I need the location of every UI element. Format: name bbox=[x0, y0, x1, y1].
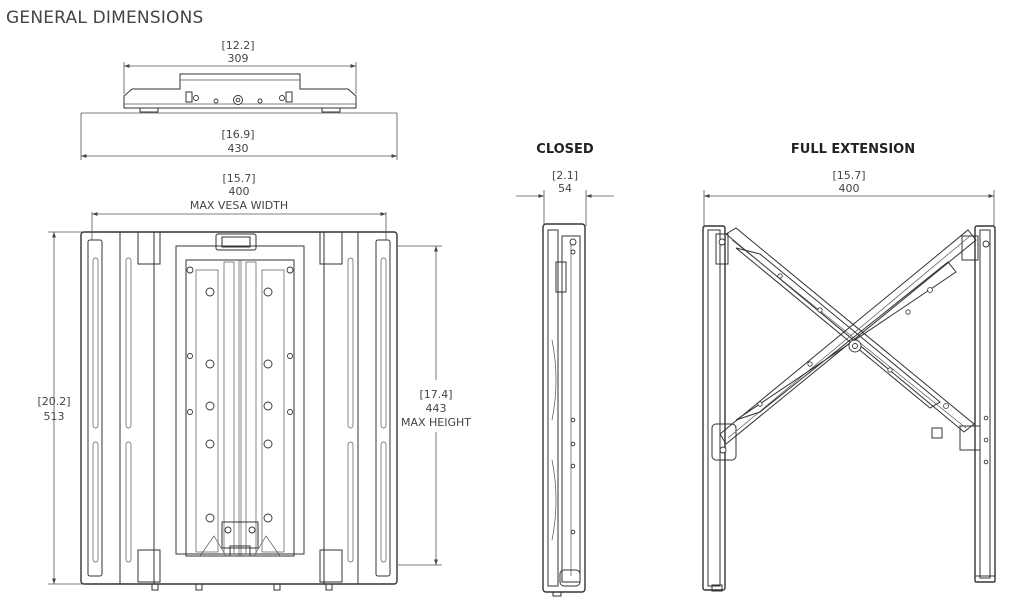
top-view bbox=[80, 62, 398, 160]
overall-height-inches: [20.2] bbox=[37, 395, 70, 408]
top-plate-width-mm: 309 bbox=[228, 52, 249, 65]
vesa-width-inches: [15.7] bbox=[222, 172, 255, 185]
full-extension-side-view bbox=[702, 190, 996, 592]
extension-depth-inches: [15.7] bbox=[832, 169, 865, 182]
closed-depth-mm: 54 bbox=[558, 182, 572, 195]
closed-side-view bbox=[516, 190, 614, 597]
max-height-label: MAX HEIGHT bbox=[401, 416, 471, 429]
page-title: GENERAL DIMENSIONS bbox=[6, 8, 204, 28]
extension-depth-mm: 400 bbox=[839, 182, 860, 195]
full-extension-view-title: FULL EXTENSION bbox=[790, 142, 916, 157]
closed-depth-inches: [2.1] bbox=[552, 169, 578, 182]
top-plate-width-inches: [12.2] bbox=[221, 39, 254, 52]
vesa-width-label: MAX VESA WIDTH bbox=[190, 199, 288, 212]
max-height-inches: [17.4] bbox=[419, 388, 452, 401]
closed-view-title: CLOSED bbox=[536, 142, 594, 157]
top-overall-width-mm: 430 bbox=[228, 142, 249, 155]
front-view bbox=[48, 212, 442, 591]
top-overall-width-inches: [16.9] bbox=[221, 128, 254, 141]
max-height-mm: 443 bbox=[426, 402, 447, 415]
overall-height-mm: 513 bbox=[44, 410, 65, 423]
vesa-width-mm: 400 bbox=[229, 185, 250, 198]
